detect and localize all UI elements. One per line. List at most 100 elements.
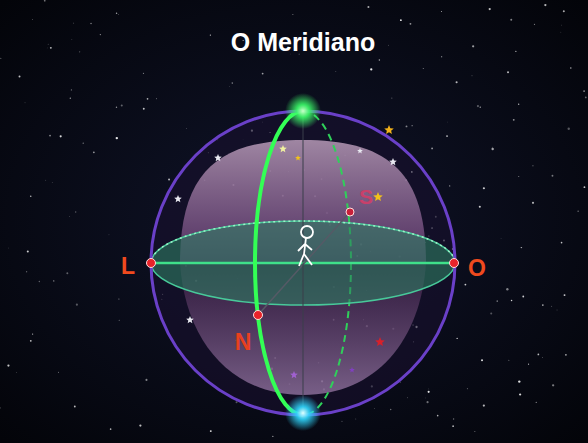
- star-dot: [400, 19, 402, 21]
- star-dot: [32, 333, 33, 334]
- star-dot: [568, 128, 570, 130]
- star-dot: [292, 14, 294, 16]
- star-dot: [30, 195, 32, 197]
- star-dot: [71, 39, 73, 41]
- star-dot: [552, 175, 554, 177]
- star-dot: [370, 68, 372, 70]
- star-dot: [46, 47, 48, 49]
- star-dot: [406, 125, 408, 127]
- meridian-front: [255, 111, 303, 415]
- star-dot: [480, 107, 481, 108]
- star-dot: [472, 45, 474, 47]
- star-dot: [16, 372, 18, 374]
- star-dot: [45, 179, 47, 181]
- star-dot: [500, 237, 502, 239]
- star-dot: [24, 102, 26, 104]
- star-dot: [355, 418, 357, 420]
- star-dot: [50, 47, 52, 49]
- star-dot: [110, 428, 112, 430]
- star-dot: [561, 24, 563, 26]
- star-symbol: [349, 367, 355, 372]
- star-dot: [518, 104, 519, 105]
- star-dot: [75, 211, 77, 213]
- star-dot: [79, 51, 80, 52]
- star-dot: [0, 58, 1, 59]
- star-symbol: [279, 145, 287, 152]
- star-dot: [521, 247, 522, 248]
- star-dot: [565, 354, 567, 356]
- star-dot: [388, 44, 390, 46]
- star-dot: [561, 242, 563, 244]
- star-dot: [8, 247, 10, 249]
- star-dot: [456, 81, 458, 83]
- star-dot: [560, 31, 562, 33]
- star-symbol: [389, 158, 397, 165]
- star-dot: [536, 402, 537, 403]
- zenith-glow: [285, 93, 321, 129]
- star-dot: [479, 206, 481, 208]
- star-dot: [425, 397, 427, 399]
- zenith-nadir-axis: [303, 111, 304, 415]
- star-dot: [542, 304, 544, 306]
- star-dot: [410, 23, 412, 25]
- star-dot: [168, 179, 170, 181]
- star-dot: [428, 388, 430, 390]
- star-dot: [74, 406, 76, 408]
- star-dot: [53, 280, 54, 281]
- star-dot: [73, 22, 75, 24]
- star-dot: [483, 404, 485, 406]
- star-dot: [534, 24, 535, 25]
- star-dot: [19, 76, 21, 78]
- star-dot: [121, 104, 123, 106]
- star-dot: [116, 12, 117, 13]
- star-dot: [83, 142, 84, 143]
- star-dot: [447, 121, 449, 123]
- nadir-glow: [285, 395, 321, 431]
- star-dot: [391, 98, 392, 99]
- star-dot: [69, 216, 71, 218]
- star-dot: [147, 98, 149, 100]
- cardinal-points: [147, 208, 459, 320]
- star-dot: [520, 247, 522, 249]
- star-dot: [186, 128, 188, 130]
- star-dot: [93, 151, 95, 153]
- star-dot: [519, 393, 521, 395]
- star-dot: [471, 75, 473, 77]
- star-dot: [437, 415, 439, 417]
- star-dot: [528, 364, 529, 365]
- sphere-outline: [151, 111, 455, 415]
- star-dot: [508, 359, 510, 361]
- star-dot: [70, 98, 71, 99]
- star-dot: [428, 391, 430, 393]
- star-dot: [506, 288, 508, 290]
- star-dot: [0, 407, 1, 408]
- star-dot: [513, 119, 515, 121]
- star-dot: [272, 436, 273, 437]
- star-dot: [374, 408, 376, 410]
- star-dot: [210, 34, 211, 35]
- star-dot: [262, 73, 264, 75]
- star-dot: [47, 43, 49, 45]
- star-dot: [108, 234, 110, 236]
- star-dot: [515, 51, 516, 52]
- star-symbol: [290, 371, 298, 378]
- star-dot: [452, 425, 454, 427]
- star-dot: [231, 82, 233, 84]
- star-dot: [139, 424, 141, 426]
- star-dot: [116, 137, 118, 139]
- star-dot: [156, 98, 158, 100]
- star-dot: [118, 298, 119, 299]
- star-dot: [556, 309, 558, 311]
- star-symbol: [214, 154, 222, 161]
- star-dot: [483, 187, 485, 189]
- star-dot: [406, 397, 408, 399]
- star-dot: [491, 146, 493, 148]
- star-dot: [564, 294, 566, 296]
- star-dot: [422, 68, 424, 70]
- star-dot: [518, 380, 520, 382]
- star-dot: [490, 313, 492, 315]
- star-dot: [66, 272, 68, 274]
- star-dot: [341, 421, 342, 422]
- star-dot: [379, 59, 380, 60]
